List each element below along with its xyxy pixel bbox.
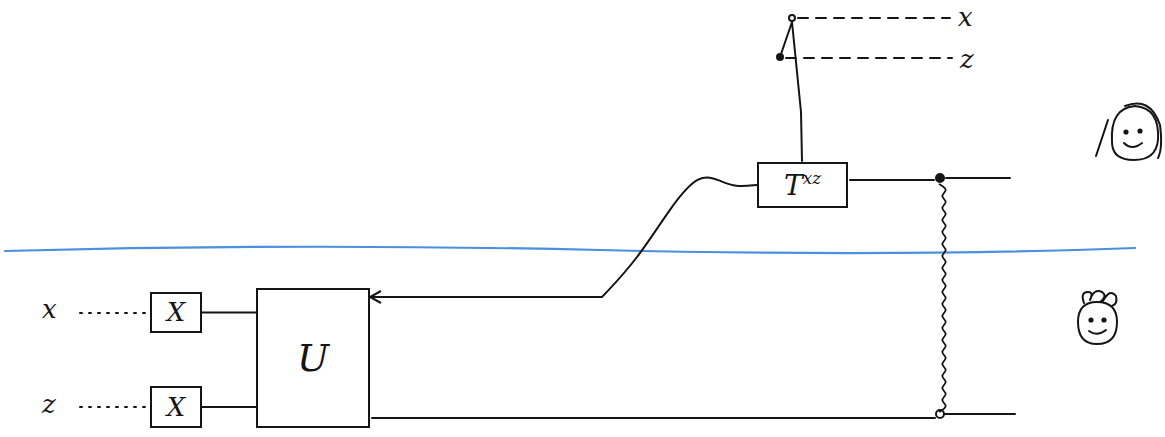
unitary-box: U [256, 288, 370, 428]
input-z: z [42, 391, 56, 417]
gate-label: Txz [784, 168, 821, 201]
classical-wire [786, 57, 952, 59]
x-gate: X [150, 386, 202, 428]
qubit-wire [850, 179, 934, 181]
entangle-dot [936, 174, 944, 182]
qubit-wire [946, 177, 1010, 179]
gate-symbol: X [167, 392, 186, 422]
bob-face [1078, 291, 1117, 344]
party-divider [5, 247, 1135, 253]
superscript: xz [803, 168, 821, 188]
control-dot [777, 54, 783, 60]
gate-label: X [167, 392, 186, 423]
qubit-wire [945, 413, 1015, 415]
gate-label: X [167, 297, 186, 328]
control-dot [789, 15, 795, 21]
input-wire [80, 406, 146, 408]
gate-symbol: U [297, 336, 329, 380]
gate-symbol: T [784, 169, 803, 202]
alice-face [1096, 103, 1161, 160]
qubit-wire [202, 312, 256, 314]
correction-gate: Txz [757, 162, 848, 208]
send-arrow [370, 178, 757, 297]
classical-wire [798, 17, 950, 19]
input-wire [80, 312, 146, 314]
control-wire [780, 22, 802, 161]
x-gate: X [150, 292, 202, 333]
qubit-wire [372, 417, 935, 419]
gate-symbol: X [167, 297, 186, 327]
output-z: z [960, 46, 974, 72]
qubit-wire [202, 406, 256, 408]
input-x: x [42, 296, 57, 322]
gate-label: U [297, 336, 329, 380]
output-x: x [958, 4, 973, 30]
entanglement-link [939, 184, 946, 412]
